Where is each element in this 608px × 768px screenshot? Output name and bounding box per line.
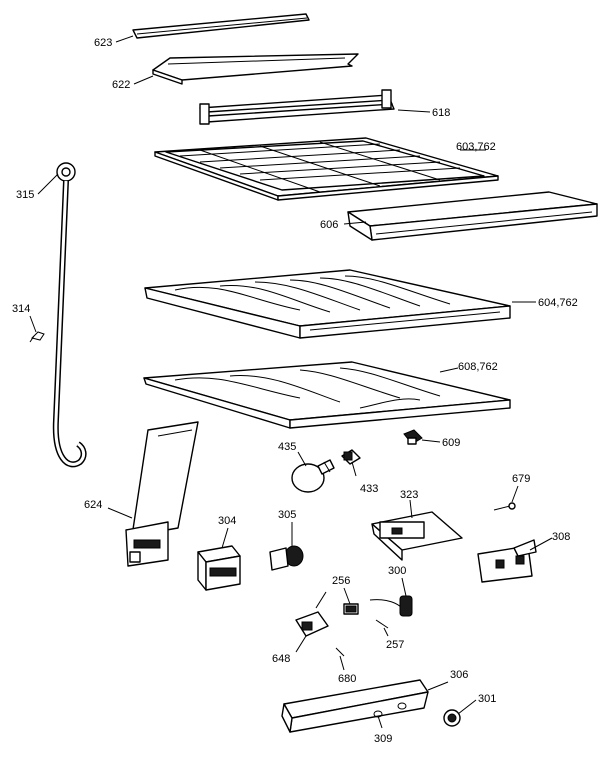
part-606-cover (347, 191, 598, 241)
label-622: 622 (112, 79, 130, 91)
label-323: 323 (400, 489, 418, 501)
part-300-capacitor (369, 595, 413, 617)
part-609-bracket (403, 429, 423, 445)
label-305: 305 (278, 509, 296, 521)
label-648: 648 (272, 653, 290, 665)
leader-lines (29, 35, 553, 729)
part-308-bracket (477, 539, 537, 583)
part-304-relay (197, 545, 241, 591)
part-305-overload (269, 545, 304, 571)
part-648-switch (295, 591, 329, 637)
label-308: 308 (552, 531, 570, 543)
part-435-bulb (291, 459, 335, 493)
label-603: 603,762 (456, 141, 496, 153)
part-257-screw (375, 619, 389, 629)
label-306: 306 (450, 669, 468, 681)
label-604: 604,762 (538, 297, 578, 309)
label-608: 608,762 (458, 361, 498, 373)
part-624-housing (125, 421, 199, 567)
part-603-shelf (154, 137, 499, 201)
part-608-pan (143, 361, 511, 429)
part-604-pan (144, 269, 511, 339)
part-623-strip (132, 13, 310, 39)
label-257: 257 (386, 639, 404, 651)
part-256-switch (343, 603, 359, 615)
label-300: 300 (388, 565, 406, 577)
part-679-screw (493, 502, 516, 511)
part-622-tray (152, 53, 359, 85)
label-256: 256 (332, 575, 350, 587)
part-306-base (281, 679, 429, 733)
part-433-socket (341, 449, 361, 465)
part-301-grommet (443, 709, 461, 727)
part-315-tube (52, 162, 87, 468)
part-323-control (371, 511, 463, 561)
label-304: 304 (218, 515, 236, 527)
label-606: 606 (320, 219, 338, 231)
label-435: 435 (278, 441, 296, 453)
label-314: 314 (12, 303, 30, 315)
part-680-screw (335, 647, 345, 657)
label-309: 309 (374, 733, 392, 745)
label-680: 680 (338, 673, 356, 685)
label-624: 624 (84, 499, 102, 511)
label-623: 623 (94, 37, 112, 49)
part-labels: 623 622 618 603,762 606 604,762 608,762 … (12, 37, 578, 745)
label-609: 609 (442, 437, 460, 449)
label-315: 315 (16, 189, 34, 201)
label-679: 679 (512, 473, 530, 485)
label-618: 618 (432, 107, 450, 119)
part-314-clip (29, 331, 45, 343)
part-618-channel (199, 89, 395, 125)
label-433: 433 (360, 483, 378, 495)
label-301: 301 (478, 693, 496, 705)
